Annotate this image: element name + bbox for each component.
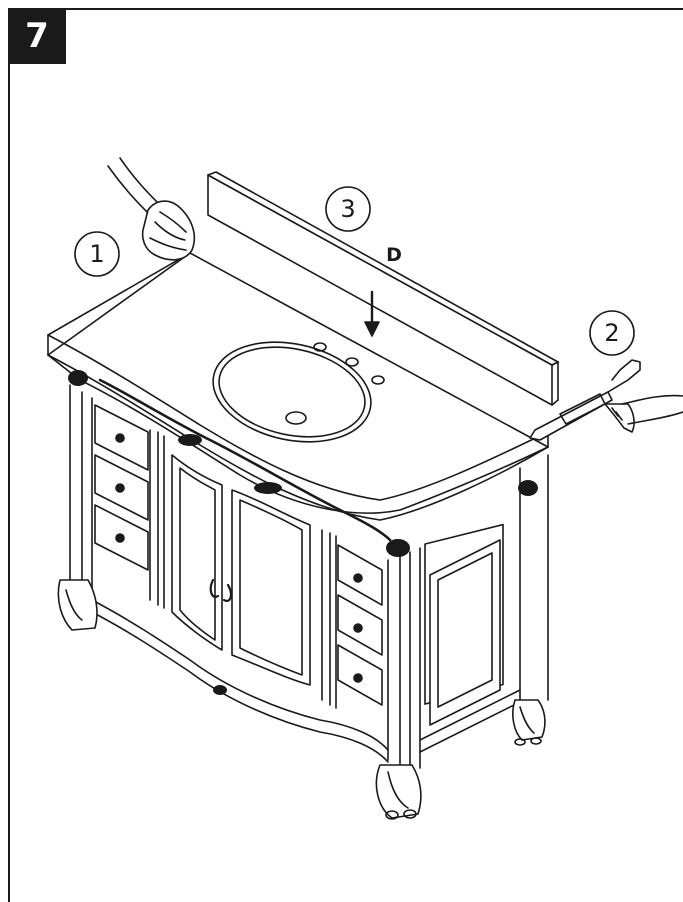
faucet-holes xyxy=(313,342,385,385)
left-drawers xyxy=(94,404,149,571)
right-drawers xyxy=(337,544,383,706)
vanity-cabinet xyxy=(57,370,549,820)
backsplash-board xyxy=(207,171,559,406)
callout-3-number: 3 xyxy=(340,195,355,223)
cabinet-feet xyxy=(57,579,546,820)
center-doors xyxy=(171,454,311,686)
part-label: D xyxy=(386,244,402,266)
callout-2-number: 2 xyxy=(604,319,619,347)
callout-3 xyxy=(325,186,371,232)
callout-1 xyxy=(74,231,120,277)
instruction-frame xyxy=(8,8,683,902)
step-number: 7 xyxy=(25,16,49,56)
step-number-badge: 7 xyxy=(8,8,66,64)
hand-with-cloth-icon xyxy=(107,157,196,261)
callout-1-number: 1 xyxy=(89,240,104,268)
sink-bowl xyxy=(212,341,372,443)
down-arrow-icon xyxy=(364,290,380,337)
callout-2 xyxy=(589,310,635,356)
caulk-gun-icon xyxy=(529,359,683,441)
